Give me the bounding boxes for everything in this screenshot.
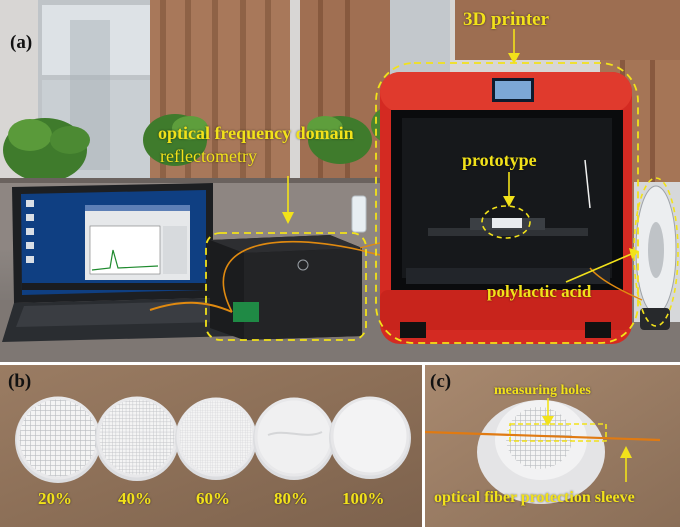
pla-outline (633, 177, 679, 327)
holes-outline (509, 423, 607, 442)
optical-fiber (424, 430, 661, 442)
label-measuring-holes: measuring holes (494, 383, 591, 398)
panel-label-b: (b) (8, 371, 32, 392)
label-ofdr-line1: optical frequency domain (158, 123, 354, 143)
separator-vertical (422, 365, 425, 527)
holes-arrowhead (542, 416, 554, 426)
panel-a-photo (0, 0, 680, 362)
printer-outline (375, 62, 639, 344)
panel-a-annotations (205, 29, 679, 344)
prototype-disk (506, 407, 572, 469)
infill-label-80: 80% (274, 489, 308, 508)
infill-label-60: 60% (196, 489, 230, 508)
pla-arrow (565, 251, 637, 283)
panel-c-photo (424, 365, 680, 527)
separator-horizontal (0, 362, 680, 365)
prototype-outline (481, 205, 531, 239)
panel-label-c: (c) (430, 371, 452, 392)
panel-b-photo (0, 365, 422, 527)
ofdr-arrowhead (282, 212, 294, 224)
label-ofdr-line2: reflectometry (160, 146, 257, 166)
infill-label-20: 20% (38, 489, 72, 508)
infill-label-40: 40% (118, 489, 152, 508)
pla-arrowhead (629, 248, 639, 259)
sleeve-arrowhead (620, 446, 632, 458)
label-prototype: prototype (462, 150, 537, 170)
label-polylactic-acid: polylactic acid (487, 282, 592, 301)
ofdr-outline (205, 232, 367, 341)
label-3d-printer: 3D printer (463, 9, 550, 30)
infill-label-100: 100% (342, 489, 385, 508)
label-protection-sleeve: optical fiber protection sleeve (434, 489, 635, 506)
printer-arrowhead (508, 53, 520, 64)
panel-label-a: (a) (10, 32, 33, 53)
prototype-arrowhead (503, 196, 515, 207)
